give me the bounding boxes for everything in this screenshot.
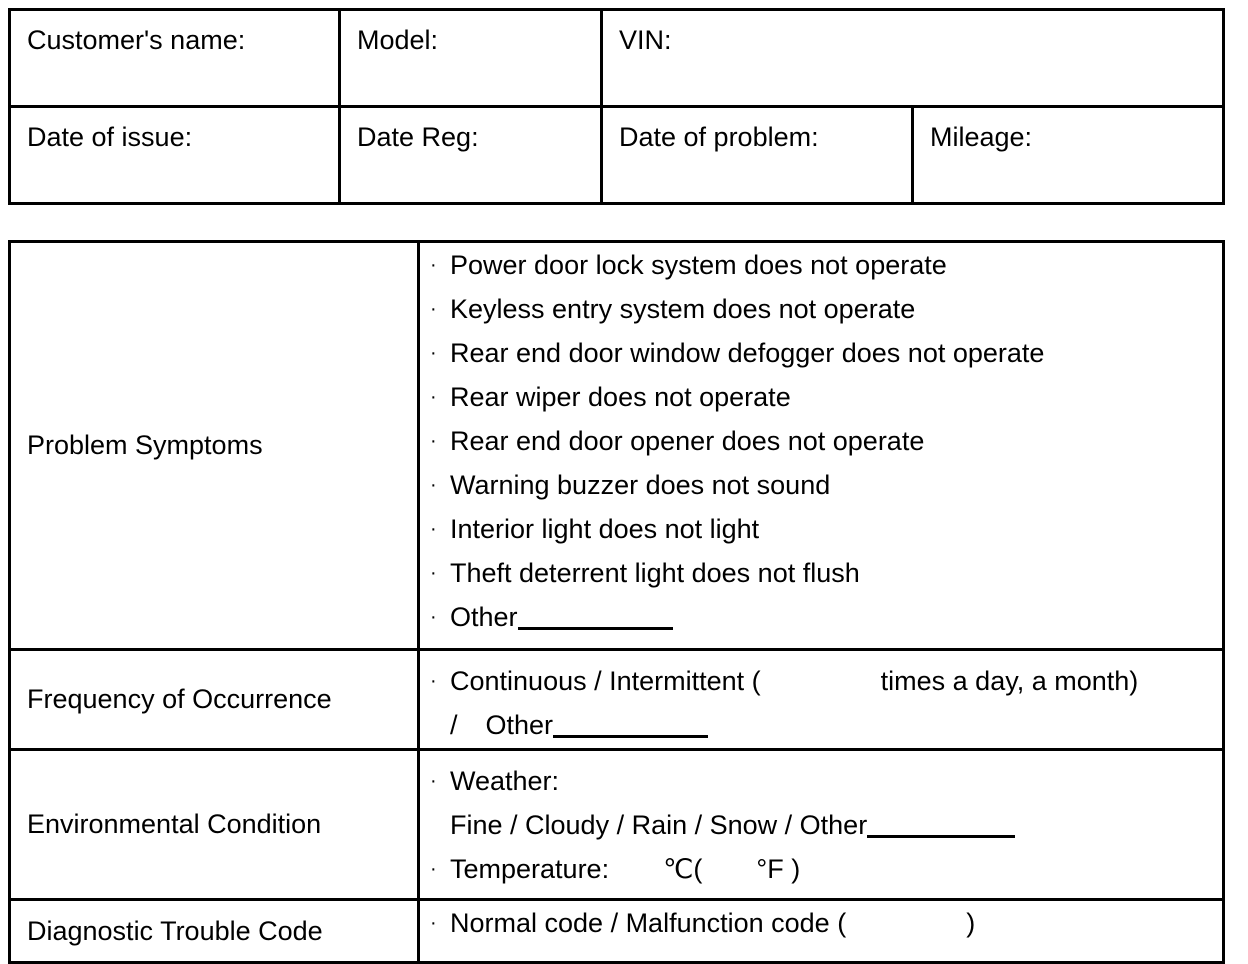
dtc-close-paren: )	[966, 908, 976, 938]
row-label-frequency: Frequency of Occurrence	[27, 684, 332, 714]
frequency-block: · Continuous / Intermittent ( times a day…	[420, 651, 1222, 747]
environment-block: · Weather: Fine / Cloudy / Rain / Snow /…	[420, 751, 1222, 891]
bullet-icon: ·	[430, 670, 437, 692]
field-label-date-of-problem: Date of problem:	[619, 122, 819, 152]
list-item[interactable]: · Warning buzzer does not sound	[420, 463, 1222, 507]
environment-temperature-list: · Temperature: ℃( °F )	[420, 847, 1222, 891]
row-label-dtc: Diagnostic Trouble Code	[27, 915, 323, 946]
frequency-list: · Continuous / Intermittent ( times a day…	[420, 659, 1222, 703]
row-label-problem-symptoms: Problem Symptoms	[27, 430, 263, 460]
weather-options-line[interactable]: Fine / Cloudy / Rain / Snow / Other	[420, 803, 1222, 847]
cell-label-dtc: Diagnostic Trouble Code	[8, 898, 420, 964]
temperature-label: Temperature:	[450, 854, 610, 884]
field-label-date-reg: Date Reg:	[357, 122, 479, 152]
list-item[interactable]: · Keyless entry system does not operate	[420, 287, 1222, 331]
list-item[interactable]: · Theft deterrent light does not flush	[420, 551, 1222, 595]
frequency-other-write-in-blank[interactable]	[553, 735, 709, 738]
list-item-label: Theft deterrent light does not flush	[450, 558, 860, 588]
list-item-frequency[interactable]: · Continuous / Intermittent ( times a day…	[420, 659, 1222, 703]
list-item-label-other: Other	[450, 602, 518, 632]
list-item-label: Rear wiper does not operate	[450, 382, 791, 412]
cell-model[interactable]: Model:	[338, 8, 603, 108]
table-row: Customer's name: Model: VIN:	[8, 8, 1225, 108]
cell-content-environment[interactable]: · Weather: Fine / Cloudy / Rain / Snow /…	[417, 748, 1225, 901]
cell-content-frequency[interactable]: · Continuous / Intermittent ( times a day…	[417, 648, 1225, 751]
list-item-other[interactable]: · Other	[420, 595, 1222, 639]
cell-vin[interactable]: VIN:	[600, 8, 1225, 108]
bullet-icon: ·	[430, 770, 437, 792]
field-label-mileage: Mileage:	[930, 122, 1033, 152]
weather-label: Weather:	[450, 766, 560, 796]
bullet-icon: ·	[430, 912, 437, 934]
field-label-customer-name: Customer's name:	[27, 25, 246, 55]
field-label-vin: VIN:	[619, 25, 672, 55]
bullet-icon: ·	[430, 518, 437, 540]
other-write-in-blank[interactable]	[517, 627, 673, 630]
cell-content-problem-symptoms[interactable]: · Power door lock system does not operat…	[417, 240, 1225, 651]
list-item[interactable]: · Interior light does not light	[420, 507, 1222, 551]
weather-other-write-in-blank[interactable]	[867, 835, 1016, 838]
temperature-fahrenheit-unit: °F )	[756, 854, 801, 884]
cell-customer-name[interactable]: Customer's name:	[8, 8, 341, 108]
list-item[interactable]: · Rear end door opener does not operate	[420, 419, 1222, 463]
list-item-label: Rear end door opener does not operate	[450, 426, 925, 456]
cell-date-of-issue[interactable]: Date of issue:	[8, 105, 341, 205]
problem-symptoms-list: · Power door lock system does not operat…	[420, 243, 1222, 639]
list-item-label: Keyless entry system does not operate	[450, 294, 916, 324]
table-row-problem-symptoms: Problem Symptoms · Power door lock syste…	[8, 240, 1225, 651]
list-item-label: Rear end door window defogger does not o…	[450, 338, 1045, 368]
field-label-date-of-issue: Date of issue:	[27, 122, 193, 152]
list-item-dtc[interactable]: · Normal code / Malfunction code ()	[420, 901, 1222, 945]
weather-options-label: Fine / Cloudy / Rain / Snow / Other	[450, 810, 868, 840]
bullet-icon: ·	[430, 254, 437, 276]
table-row: Date of issue: Date Reg: Date of problem…	[8, 105, 1225, 205]
bullet-icon: ·	[430, 386, 437, 408]
list-item-label: Interior light does not light	[450, 514, 760, 544]
list-item-temperature[interactable]: · Temperature: ℃( °F )	[420, 847, 1222, 891]
cell-date-reg[interactable]: Date Reg:	[338, 105, 603, 205]
cell-mileage[interactable]: Mileage:	[911, 105, 1225, 205]
bullet-icon: ·	[430, 606, 437, 628]
frequency-slash-label: /	[450, 710, 458, 740]
cell-content-dtc[interactable]: · Normal code / Malfunction code ()	[417, 898, 1225, 964]
frequency-prefix-label: Continuous / Intermittent (	[450, 666, 761, 696]
bullet-icon: ·	[430, 430, 437, 452]
cell-label-problem-symptoms: Problem Symptoms	[8, 240, 420, 651]
list-item-label: Warning buzzer does not sound	[450, 470, 831, 500]
list-item-label: Power door lock system does not operate	[450, 250, 947, 280]
dtc-list: · Normal code / Malfunction code ()	[420, 901, 1222, 945]
frequency-suffix-label: times a day, a month)	[880, 666, 1139, 696]
bullet-icon: ·	[430, 474, 437, 496]
frequency-other-line[interactable]: / Other	[420, 703, 1222, 747]
identification-table: Customer's name: Model: VIN: Date of iss…	[8, 8, 1225, 205]
bullet-icon: ·	[430, 298, 437, 320]
frequency-other-label: Other	[485, 710, 554, 740]
cell-date-of-problem[interactable]: Date of problem:	[600, 105, 914, 205]
symptom-checklist-table: Problem Symptoms · Power door lock syste…	[8, 240, 1225, 964]
table-row-environment: Environmental Condition · Weather: Fine …	[8, 748, 1225, 901]
temperature-celsius-unit: ℃(	[663, 854, 703, 884]
list-item[interactable]: · Rear wiper does not operate	[420, 375, 1222, 419]
cell-label-frequency: Frequency of Occurrence	[8, 648, 420, 751]
bullet-icon: ·	[430, 858, 437, 880]
row-label-environment: Environmental Condition	[27, 809, 322, 839]
list-item[interactable]: · Power door lock system does not operat…	[420, 243, 1222, 287]
table-row-dtc: Diagnostic Trouble Code · Normal code / …	[8, 898, 1225, 964]
cell-label-environment: Environmental Condition	[8, 748, 420, 901]
bullet-icon: ·	[430, 342, 437, 364]
bullet-icon: ·	[430, 562, 437, 584]
dtc-label: Normal code / Malfunction code (	[450, 908, 847, 938]
table-row-frequency: Frequency of Occurrence · Continuous / I…	[8, 648, 1225, 751]
list-item-weather[interactable]: · Weather:	[420, 759, 1222, 803]
field-label-model: Model:	[357, 25, 439, 55]
environment-weather-list: · Weather:	[420, 759, 1222, 803]
list-item[interactable]: · Rear end door window defogger does not…	[420, 331, 1222, 375]
